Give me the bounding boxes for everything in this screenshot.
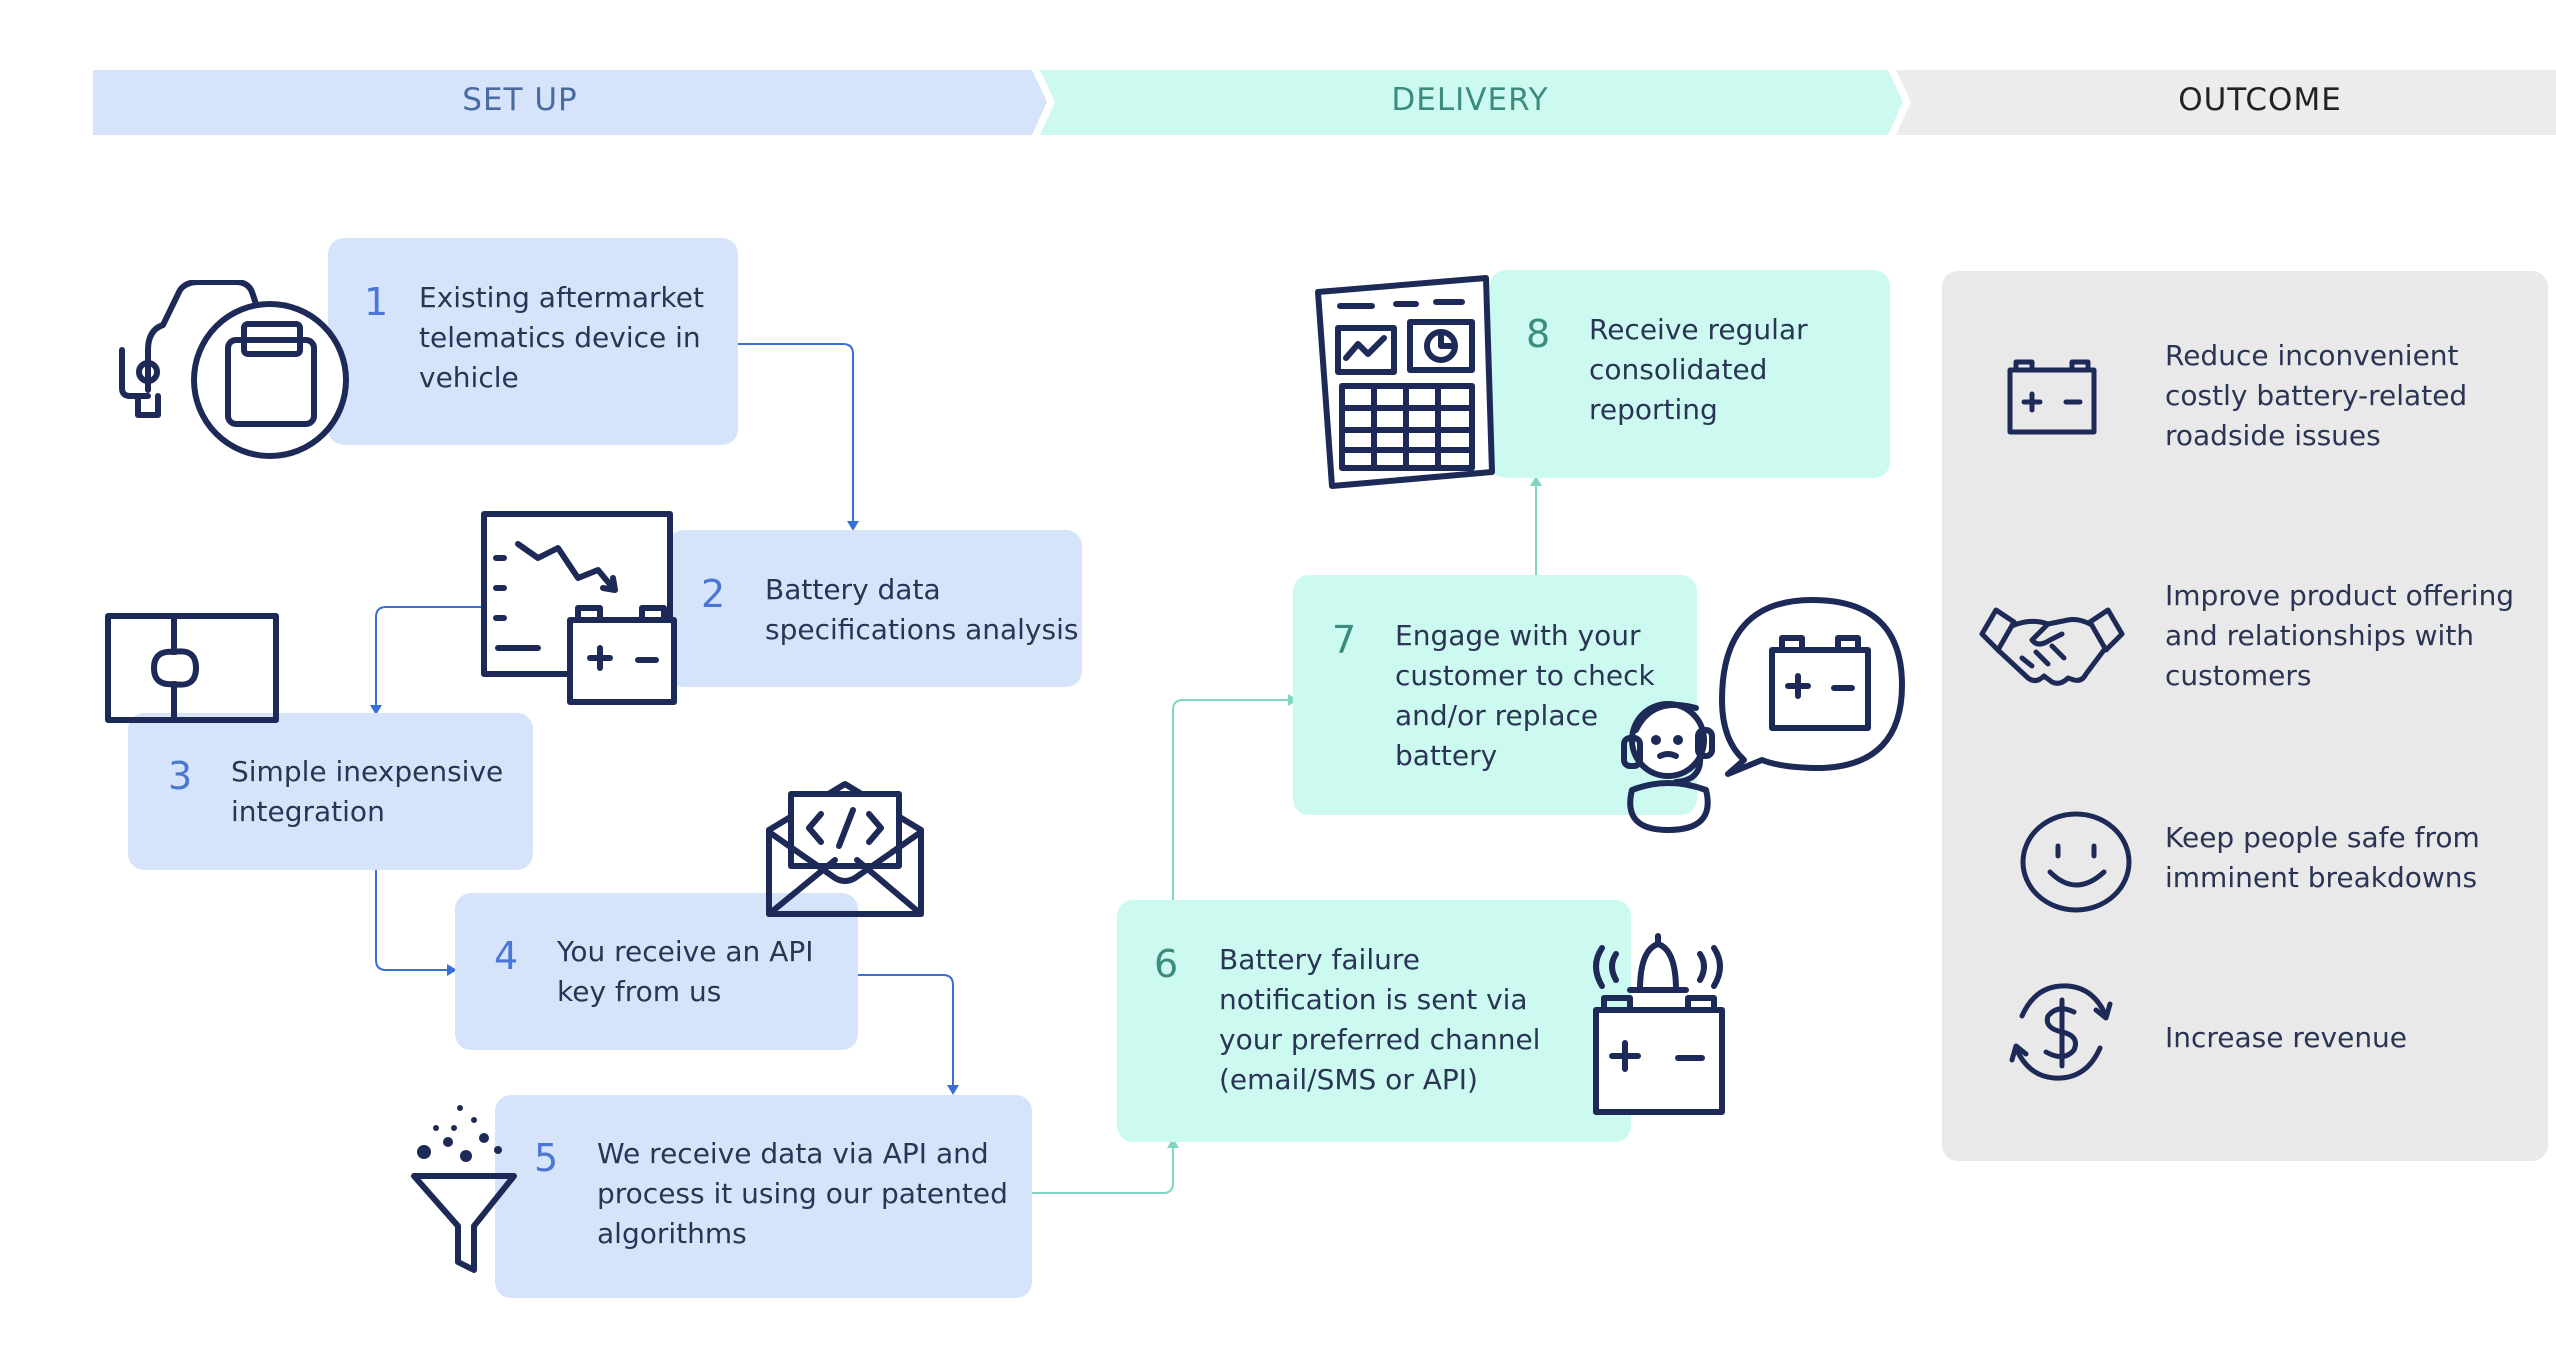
setup-connectors — [375, 343, 954, 1085]
handshake-icon — [1979, 607, 2125, 686]
outcome-battery-icon — [2007, 359, 2097, 435]
dollar-cycle-icon — [2009, 983, 2113, 1081]
step-box-6 — [1117, 900, 1631, 1142]
step-number-7: 7 — [1332, 618, 1357, 662]
step-number-5: 5 — [534, 1136, 559, 1180]
envelope-code-icon — [766, 781, 924, 917]
phase-label-outcome: OUTCOME — [2178, 82, 2342, 118]
step-number-6: 6 — [1154, 942, 1179, 986]
delivery-connectors — [1032, 486, 1537, 1194]
step-box-5 — [495, 1095, 1032, 1298]
outcome-band — [1896, 70, 2556, 135]
outcome-panel — [1942, 271, 2548, 1161]
car-device-icon — [119, 280, 349, 459]
chart-battery-icon — [481, 511, 677, 705]
puzzle-icon — [105, 613, 279, 723]
step-box-1 — [328, 238, 738, 445]
step-number-1: 1 — [364, 280, 389, 324]
funnel-icon — [411, 1105, 517, 1273]
report-dashboard-icon — [1315, 275, 1495, 489]
phase-label-delivery: DELIVERY — [1391, 82, 1549, 118]
battery-alarm-icon — [1593, 933, 1725, 1115]
step-number-8: 8 — [1526, 312, 1551, 356]
phase-label-setup: SET UP — [462, 82, 578, 118]
step-number-4: 4 — [494, 934, 519, 978]
step-box-4 — [455, 893, 858, 1050]
step-number-3: 3 — [168, 754, 193, 798]
step-box-8 — [1490, 270, 1890, 478]
step-box-2 — [668, 530, 1082, 687]
step-number-2: 2 — [701, 572, 726, 616]
step-box-7 — [1293, 575, 1697, 815]
support-agent-icon — [1621, 597, 1905, 833]
smiley-icon — [2020, 811, 2132, 913]
setup-band — [93, 70, 1047, 135]
setup-arrowheads — [370, 521, 959, 1095]
outcome-text-4: Increase revenue — [2165, 1021, 2408, 1054]
delivery-band — [1040, 70, 1903, 135]
step-box-3 — [128, 713, 533, 870]
